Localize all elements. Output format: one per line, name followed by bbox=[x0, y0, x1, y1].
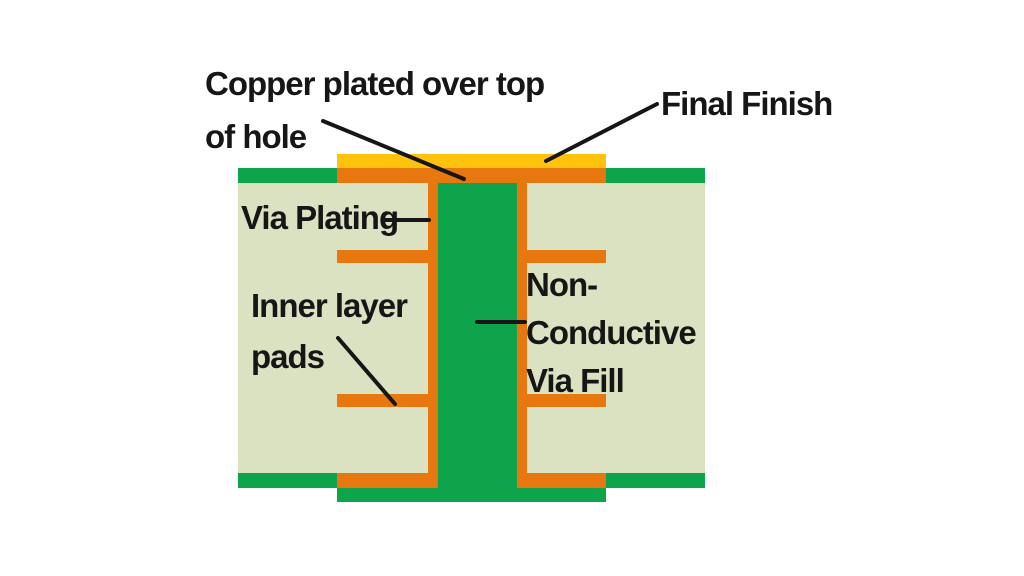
via-fill-label: Non- Conductive Via Fill bbox=[526, 261, 697, 405]
inner-pad-upper-left bbox=[337, 250, 428, 263]
soldermask-strip-top-left bbox=[238, 168, 337, 183]
copper-cap-label-line1: Copper plated over top bbox=[205, 65, 545, 102]
copper-cap-label: Copper plated over top of hole bbox=[205, 57, 545, 163]
inner-pad-lower-right bbox=[527, 394, 606, 407]
inner-pad-upper-right bbox=[527, 250, 606, 263]
via-plating-wall-left bbox=[428, 183, 438, 488]
via-plating-label: Via Plating bbox=[241, 199, 399, 236]
via-fill-label-line2: Conductive bbox=[526, 314, 697, 351]
soldermask-strip-bottom-left bbox=[238, 473, 337, 488]
soldermask-strip-bottom-right bbox=[606, 473, 705, 488]
bottom-soldermask-bar bbox=[337, 488, 606, 502]
final-finish-pointer-line bbox=[544, 102, 659, 163]
bottom-pad-right bbox=[527, 473, 606, 488]
via-fill-label-line3: Via Fill bbox=[526, 362, 625, 399]
copper-cap-label-line2: of hole bbox=[205, 118, 307, 155]
via-fill-column bbox=[438, 183, 517, 502]
final-finish-label: Final Finish bbox=[661, 85, 833, 122]
via-plating-wall-right bbox=[517, 183, 527, 488]
inner-pads-label-line1: Inner layer bbox=[251, 287, 408, 324]
inner-pads-label: Inner layer pads bbox=[251, 280, 408, 382]
copper-cap-bar bbox=[337, 168, 606, 183]
bottom-pad-left bbox=[337, 473, 428, 488]
soldermask-strip-top-right bbox=[606, 168, 705, 183]
inner-pad-lower-left bbox=[337, 394, 428, 407]
inner-pads-label-line2: pads bbox=[251, 338, 325, 375]
via-fill-label-line1: Non- bbox=[526, 266, 598, 303]
